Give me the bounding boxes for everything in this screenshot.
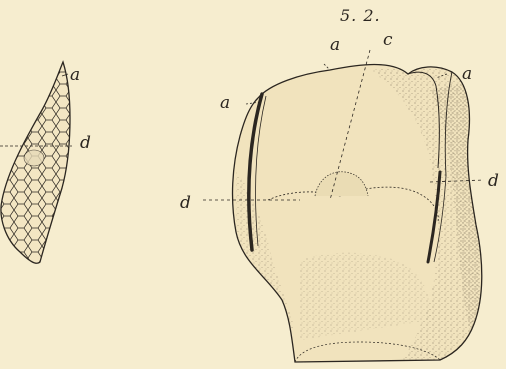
label-left-side-d: d <box>180 193 191 213</box>
label-left-d: d <box>80 133 91 153</box>
bud-organ <box>233 60 482 362</box>
label-right-d: d <box>488 171 499 191</box>
label-top-c: c <box>383 30 393 50</box>
label-side-a: a <box>220 93 230 113</box>
label-top-a: a <box>330 35 340 55</box>
cell-tissue-fragment <box>0 60 72 266</box>
figure-number: 5. 2. <box>340 6 381 25</box>
label-right-a: a <box>462 64 472 84</box>
label-left-a: a <box>70 65 80 85</box>
